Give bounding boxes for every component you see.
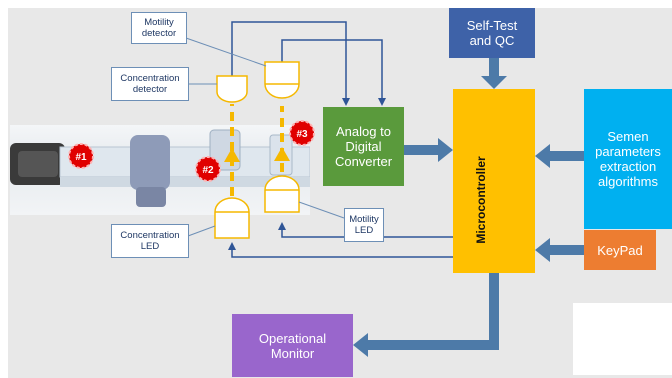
leader-concentration-led — [187, 225, 216, 237]
motility-detector-icon — [264, 61, 300, 99]
concentration-detector-label: Concentration detector — [111, 67, 189, 101]
wire-micro-to-motility-led — [278, 222, 453, 238]
leader-motility-led — [298, 201, 345, 219]
motility-led-label: Motility LED — [344, 208, 384, 242]
motility-beam-arrow — [274, 147, 290, 161]
motility-led-icon — [264, 175, 300, 213]
concentration-led-icon — [214, 197, 250, 239]
badge-1-text: #1 — [75, 152, 87, 163]
arrow-semen-to-micro — [535, 144, 584, 168]
arrow-keypad-to-micro — [535, 238, 584, 262]
wire-concentration-to-adc — [231, 21, 350, 106]
badge-3-text: #3 — [296, 129, 308, 140]
microcontroller-block — [453, 89, 535, 273]
badge-1: #1 — [68, 143, 94, 169]
selftest-block: Self-Test and QC — [449, 8, 535, 58]
adc-block: Analog to Digital Converter — [323, 107, 404, 186]
sample-chamber-photo — [10, 125, 310, 215]
arrow-adc-to-micro — [404, 138, 453, 162]
wire-motility-to-adc — [281, 39, 386, 106]
wire-micro-to-concentration-led — [228, 242, 453, 258]
badge-3: #3 — [289, 120, 315, 146]
concentration-beam-arrow — [224, 148, 240, 162]
arrow-selftest-to-micro — [481, 58, 507, 89]
motility-detector-label: Motility detector — [131, 12, 187, 44]
semen-algorithms-block: Semen parameters extraction algorithms — [584, 89, 672, 229]
operational-monitor-block: Operational Monitor — [232, 314, 353, 377]
leader-motility-detector — [185, 37, 267, 67]
concentration-detector-icon — [216, 75, 248, 103]
microcontroller-label: Microcontroller — [474, 156, 488, 244]
arrow-micro-to-monitor — [353, 273, 499, 357]
blank-area — [573, 303, 672, 375]
badge-2: #2 — [195, 156, 221, 182]
badge-2-text: #2 — [202, 165, 214, 176]
concentration-led-label: Concentration LED — [111, 224, 189, 258]
keypad-block: KeyPad — [584, 230, 656, 270]
sample-chamber-illustration — [10, 129, 310, 207]
